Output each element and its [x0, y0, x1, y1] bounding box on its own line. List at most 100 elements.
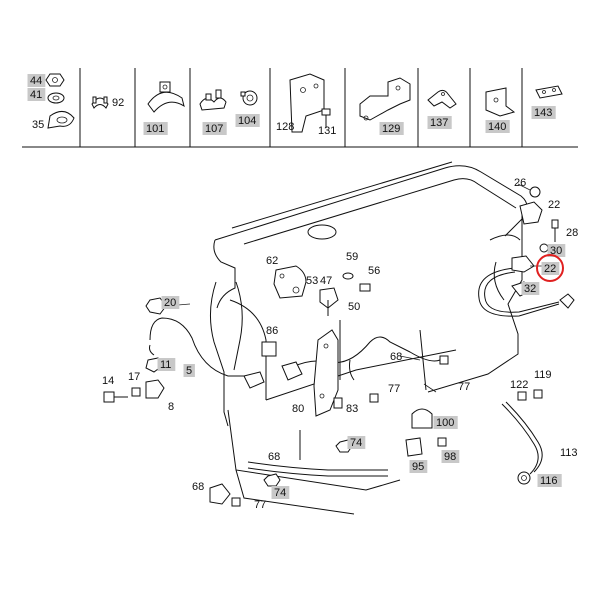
callout-label-number: 20	[164, 297, 176, 309]
harness-wire-middle	[289, 336, 441, 369]
callout-label-highlight-bg	[547, 244, 566, 257]
pipe-clip-part	[91, 96, 109, 109]
legend-label-highlight-bg	[27, 88, 46, 101]
callout-label-highlight-bg	[441, 450, 460, 463]
callout-label-number: 30	[550, 245, 562, 257]
legend-label-number: 92	[112, 97, 124, 109]
callout-label-number: 95	[412, 461, 424, 473]
angle-bracket-part	[359, 77, 411, 121]
callout-label-22: 22	[548, 199, 560, 211]
legend-label-129: 129	[379, 122, 404, 135]
bracket-part	[289, 73, 325, 133]
callout-label-100: 100	[433, 416, 458, 429]
callout-label-number: 68	[192, 481, 204, 493]
legend-label-highlight-bg	[531, 106, 556, 119]
callout-label-77: 77	[458, 381, 470, 393]
callout-label-highlight-bg	[537, 474, 562, 487]
callout-label-98: 98	[441, 450, 460, 463]
callout-label-number: 59	[346, 251, 358, 263]
ring-clip-part	[240, 90, 258, 106]
clamp-part	[47, 111, 75, 129]
callout-label-22: 22	[541, 262, 560, 275]
legend-label-107: 107	[202, 122, 227, 135]
callout-label-122: 122	[510, 379, 528, 391]
legend-label-number: 131	[318, 125, 336, 137]
callout-label-highlight-bg	[409, 460, 428, 473]
legend-label-highlight-bg	[427, 116, 452, 129]
callout-label-11: 11	[157, 358, 176, 371]
legend-label-35: 35	[32, 119, 44, 131]
callout-label-number: 14	[102, 375, 114, 387]
callout-label-68: 68	[390, 351, 402, 363]
knock-sensor	[145, 297, 167, 315]
callout-label-highlight-bg	[183, 364, 195, 377]
clamp-100	[411, 408, 433, 429]
callout-label-59: 59	[346, 251, 358, 263]
callout-label-50: 50	[348, 301, 360, 313]
legend-label-number: 44	[30, 75, 42, 87]
legend-label-128: 128	[276, 121, 294, 133]
legend-label-143: 143	[531, 106, 556, 119]
wiring	[149, 267, 560, 477]
harness-wire-lower	[247, 461, 388, 471]
legend-label-number: 41	[30, 89, 42, 101]
callout-label-30: 30	[547, 244, 566, 257]
callout-label-number: 83	[346, 403, 358, 415]
callout-label-28: 28	[566, 227, 578, 239]
callout-label-86: 86	[266, 325, 278, 337]
connector-plug	[511, 255, 535, 273]
callout-label-number: 28	[566, 227, 578, 239]
callout-label-26: 26	[514, 177, 526, 189]
callout-label-highlight-bg	[521, 282, 540, 295]
nut-part	[45, 73, 65, 87]
legend-label-104: 104	[235, 114, 260, 127]
callout-label-8: 8	[168, 401, 174, 413]
legend-label-number: 137	[430, 117, 448, 129]
callout-label-number: 56	[368, 265, 380, 277]
callout-label-95: 95	[409, 460, 428, 473]
legend-label-92: 92	[112, 97, 124, 109]
callout-label-number: 53	[306, 275, 318, 287]
callout-label-number: 22	[548, 199, 560, 211]
bolt-56	[359, 283, 371, 292]
callout-label-74: 74	[347, 436, 366, 449]
callout-label-20: 20	[161, 296, 180, 309]
legend-label-highlight-bg	[235, 114, 260, 127]
callout-label-number: 119	[534, 369, 552, 381]
callout-label-68: 68	[192, 481, 204, 493]
callout-label-number: 32	[524, 283, 536, 295]
legend-label-highlight-bg	[143, 122, 168, 135]
sensor-ring	[529, 186, 541, 198]
legend-label-137: 137	[427, 116, 452, 129]
ground-strap	[501, 403, 539, 475]
legend-label-number: 107	[205, 123, 223, 135]
callout-label-113: 113	[560, 447, 578, 459]
callout-label-highlight-bg	[271, 486, 290, 499]
washer-part	[47, 92, 65, 104]
plate-part	[535, 85, 563, 99]
bolt-part	[321, 108, 331, 128]
callout-label-highlight-bg	[347, 436, 366, 449]
callout-label-47: 47	[320, 275, 332, 287]
idle-sensor	[319, 287, 339, 309]
legend-strip	[22, 68, 578, 148]
callout-label-number: 5	[186, 365, 192, 377]
callout-label-number: 77	[388, 383, 400, 395]
callout-label-number: 116	[540, 475, 558, 487]
legend-label-number: 143	[534, 107, 552, 119]
callout-label-number: 113	[560, 447, 578, 459]
callout-label-number: 50	[348, 301, 360, 313]
callout-label-number: 98	[444, 451, 456, 463]
sensor-end	[559, 293, 575, 309]
legend-label-41: 41	[27, 88, 46, 101]
oil-cap	[307, 224, 337, 240]
callout-label-number: 47	[320, 275, 332, 287]
legend-label-140: 140	[485, 120, 510, 133]
sensor-bolt-head	[551, 219, 559, 229]
bracket-8	[145, 379, 165, 399]
callout-label-number: 77	[254, 499, 266, 511]
callout-label-32: 32	[521, 282, 540, 295]
callout-label-62: 62	[266, 255, 278, 267]
harness-wire-left	[149, 317, 248, 377]
